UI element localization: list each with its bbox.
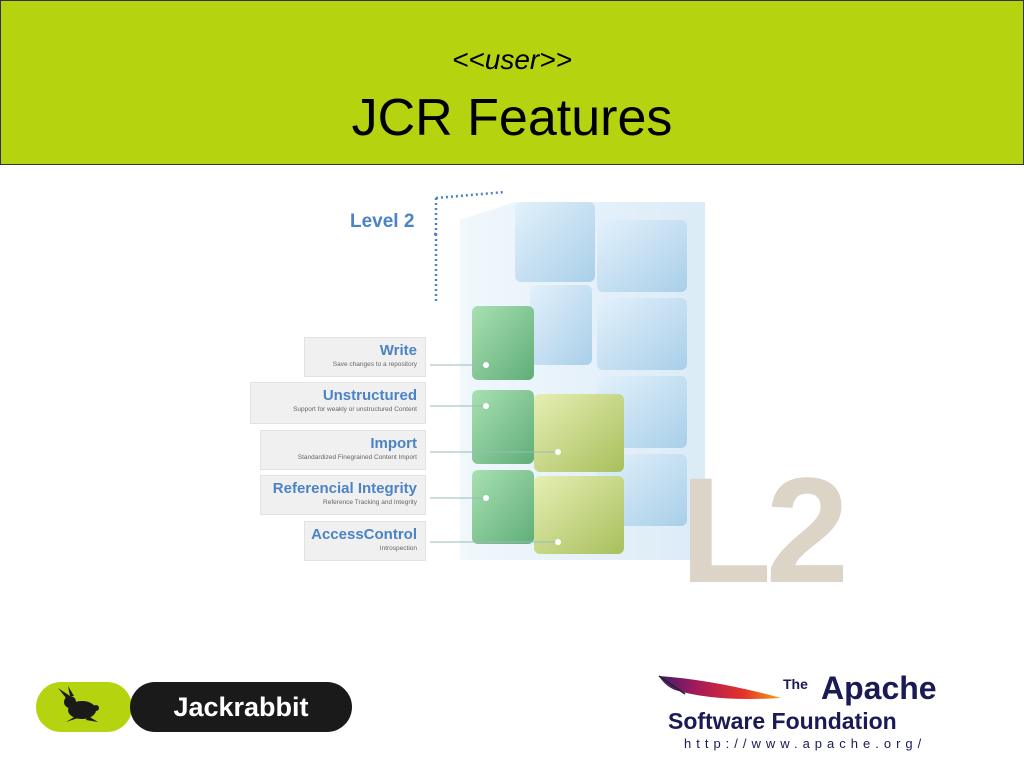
feature-import: Import Standardized Finegrained Content … [260,430,426,470]
cube-blue [597,298,687,370]
cube-blue [530,285,592,365]
cube-blue [515,202,595,282]
cube-stack-graphic [430,190,705,560]
cube-blue [597,220,687,292]
feature-write: Write Save changes to a repository [304,337,426,377]
cube-green [472,470,534,544]
apache-logo: The Apache Software Foundation http://ww… [655,664,985,760]
level-bracket [432,190,506,303]
feature-desc: Support for weakly or unstructured Conte… [293,406,417,413]
feature-desc: Standardized Finegrained Content Import [297,454,417,461]
connector-dot [483,403,489,409]
jackrabbit-logo: Jackrabbit [36,682,354,734]
connector-dot [555,449,561,455]
rabbit-icon [36,682,132,732]
slide-subtitle: <<user>> [452,44,572,75]
feather-icon [658,675,781,699]
level-label: Level 2 [350,211,415,232]
feature-desc: Save changes to a repository [332,361,417,368]
cube-yellow [534,476,624,554]
l2-watermark: L2 [680,446,849,614]
apache-url: http://www.apache.org/ [684,736,927,751]
cube-green [472,306,534,380]
feature-name: Referencial Integrity [272,480,417,497]
feature-name: Unstructured [322,387,417,404]
connector-dot [483,362,489,368]
slide-header [0,0,1024,165]
feature-desc: Reference Tracking and Integrity [323,499,417,506]
apache-name: Apache [821,670,937,706]
apache-foundation: Software Foundation [668,708,897,734]
feature-name: AccessControl [311,526,417,543]
feature-desc: Introspection [379,545,417,552]
feature-accesscontrol: AccessControl Introspection [304,521,426,561]
cube-yellow [534,394,624,472]
connector-dot [555,539,561,545]
jackrabbit-wordmark: Jackrabbit [130,682,352,732]
feature-name: Write [379,342,417,359]
jcr-level2-diagram: Level 2 L2 Write Save changes to a repos… [240,180,849,605]
cube-green [472,390,534,464]
feature-name: Import [370,435,417,452]
slide-title: JCR Features [351,89,673,147]
connector-dot [483,495,489,501]
feature-unstructured: Unstructured Support for weakly or unstr… [250,382,426,424]
apache-the: The [783,676,808,692]
feature-referencial-integrity: Referencial Integrity Reference Tracking… [260,475,426,515]
